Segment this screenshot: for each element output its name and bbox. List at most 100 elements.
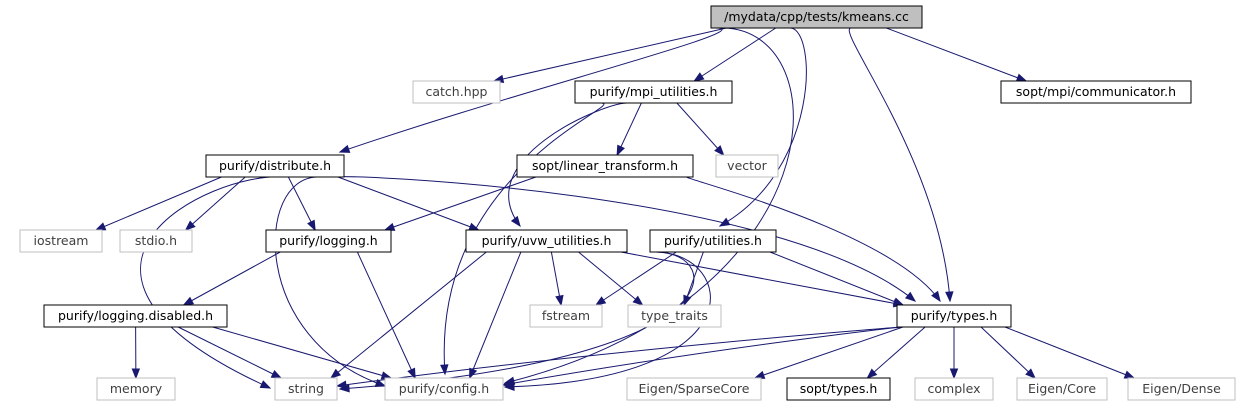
- arrowhead-icon: [714, 145, 725, 157]
- node-label: purify/uvw_utilities.h: [482, 233, 612, 248]
- node-label: complex: [928, 381, 981, 396]
- node-stdio-h[interactable]: stdio.h: [119, 229, 193, 253]
- edge-line: [616, 102, 642, 156]
- edge-line: [686, 176, 941, 302]
- arrowhead-icon: [594, 296, 607, 306]
- node-label: type_traits: [641, 308, 708, 323]
- node-label: fstream: [542, 308, 590, 323]
- node-label: sopt/types.h: [800, 381, 878, 396]
- edge-line: [274, 176, 386, 387]
- node-label: purify/types.h: [911, 308, 998, 323]
- node-eigen-sparsecore[interactable]: Eigen/SparseCore: [626, 377, 762, 401]
- node-memory[interactable]: memory: [96, 377, 176, 401]
- node-label: Eigen/SparseCore: [639, 381, 750, 396]
- arrowhead-icon: [440, 364, 449, 376]
- arrowhead-icon: [945, 291, 954, 303]
- edge-types-to-sparsecore: [753, 326, 904, 379]
- edge-line: [287, 176, 316, 231]
- edge-line: [693, 27, 777, 82]
- edge-line: [177, 326, 282, 379]
- arrowhead-icon: [693, 72, 705, 82]
- edge-line: [504, 27, 794, 384]
- edge-line: [185, 176, 246, 231]
- node-complex[interactable]: complex: [914, 377, 994, 401]
- arrowhead-icon: [270, 369, 283, 379]
- edge-line: [493, 27, 727, 82]
- arrowhead-icon: [555, 294, 564, 307]
- edge-kmeans-to-types: [848, 27, 954, 303]
- edge-utilities-to-types: [769, 251, 905, 306]
- node-label: purify/utilities.h: [664, 233, 762, 248]
- node-communicator-h[interactable]: sopt/mpi/communicator.h: [1000, 80, 1192, 104]
- node-iostream[interactable]: iostream: [19, 229, 103, 253]
- node-label: sopt/mpi/communicator.h: [1016, 84, 1176, 99]
- node-utilities-h[interactable]: purify/utilities.h: [649, 229, 777, 253]
- node-kmeans-cc[interactable]: /mydata/cpp/tests/kmeans.cc: [710, 5, 923, 29]
- node-logging-h[interactable]: purify/logging.h: [265, 229, 392, 253]
- edge-kmeans-to-distribute: [338, 27, 723, 153]
- edge-line: [356, 251, 416, 379]
- edge-line: [578, 251, 643, 306]
- node-purify-types-h[interactable]: purify/types.h: [896, 304, 1012, 328]
- edge-types-to-eigen_dense: [1004, 326, 1136, 379]
- node-label: catch.hpp: [426, 84, 488, 99]
- node-string[interactable]: string: [274, 377, 338, 401]
- arrowhead-icon: [632, 295, 644, 306]
- node-fstream[interactable]: fstream: [529, 304, 603, 328]
- node-type-traits[interactable]: type_traits: [627, 304, 722, 328]
- node-label: vector: [727, 158, 768, 173]
- arrowhead-icon: [94, 222, 107, 231]
- arrowhead-icon: [131, 368, 141, 380]
- node-vector[interactable]: vector: [715, 154, 779, 178]
- node-label: Eigen/Dense: [1142, 381, 1221, 396]
- node-mpi-utilities-h[interactable]: purify/mpi_utilities.h: [574, 80, 733, 104]
- node-linear-transform-h[interactable]: sopt/linear_transform.h: [516, 154, 694, 178]
- node-label: purify/config.h: [399, 381, 489, 396]
- node-catch-hpp[interactable]: catch.hpp: [412, 80, 501, 104]
- edge-mpi_utilities-to-linear_transform: [616, 102, 642, 157]
- edge-line: [867, 326, 926, 379]
- edge-logging_disabled-to-memory: [131, 326, 141, 380]
- edge-line: [848, 27, 951, 302]
- edge-mpi_utilities-to-uvw_utilities: [508, 102, 627, 228]
- arrowhead-icon: [616, 144, 625, 157]
- edge-logging_disabled-to-string: [177, 326, 283, 379]
- node-config-h[interactable]: purify/config.h: [384, 377, 504, 401]
- edge-line: [1004, 326, 1135, 379]
- node-label: purify/logging.h: [279, 233, 377, 248]
- edge-types-to-string: [335, 326, 904, 389]
- arrowhead-icon: [931, 290, 941, 303]
- edge-line: [337, 176, 479, 231]
- node-label: purify/logging.disabled.h: [58, 308, 213, 323]
- edge-line: [140, 176, 283, 389]
- edge-linear_transform-to-types: [686, 176, 941, 303]
- edge-kmeans-to-communicator: [886, 27, 1028, 82]
- node-logging-disabled-h[interactable]: purify/logging.disabled.h: [43, 304, 228, 328]
- node-uvw-utilities-h[interactable]: purify/uvw_utilities.h: [465, 229, 628, 253]
- node-distribute-h[interactable]: purify/distribute.h: [205, 154, 345, 178]
- edge-distribute-to-iostream: [94, 176, 222, 231]
- edge-line: [502, 326, 904, 386]
- node-label: memory: [110, 381, 163, 396]
- node-eigen-core[interactable]: Eigen/Core: [1016, 377, 1108, 401]
- arrowhead-icon: [182, 296, 195, 306]
- arrowhead-icon: [259, 380, 272, 389]
- edge-line: [339, 27, 723, 153]
- node-label: sopt/linear_transform.h: [532, 158, 678, 173]
- arrowhead-icon: [501, 379, 514, 388]
- node-sopt-types-h[interactable]: sopt/types.h: [786, 377, 891, 401]
- node-label: /mydata/cpp/tests/kmeans.cc: [724, 9, 909, 24]
- edge-line: [337, 176, 916, 302]
- node-eigen-dense[interactable]: Eigen/Dense: [1127, 377, 1236, 401]
- edge-uvw_utilities-to-string: [329, 251, 487, 379]
- arrowhead-icon: [383, 222, 396, 231]
- edge-line: [620, 251, 904, 306]
- node-label: Eigen/Core: [1028, 381, 1096, 396]
- arrowhead-icon: [338, 144, 351, 153]
- edge-line: [469, 251, 522, 379]
- arrowhead-icon: [307, 219, 316, 232]
- edge-distribute-to-string: [140, 176, 283, 389]
- node-label: iostream: [34, 233, 89, 248]
- edge-line: [769, 251, 904, 306]
